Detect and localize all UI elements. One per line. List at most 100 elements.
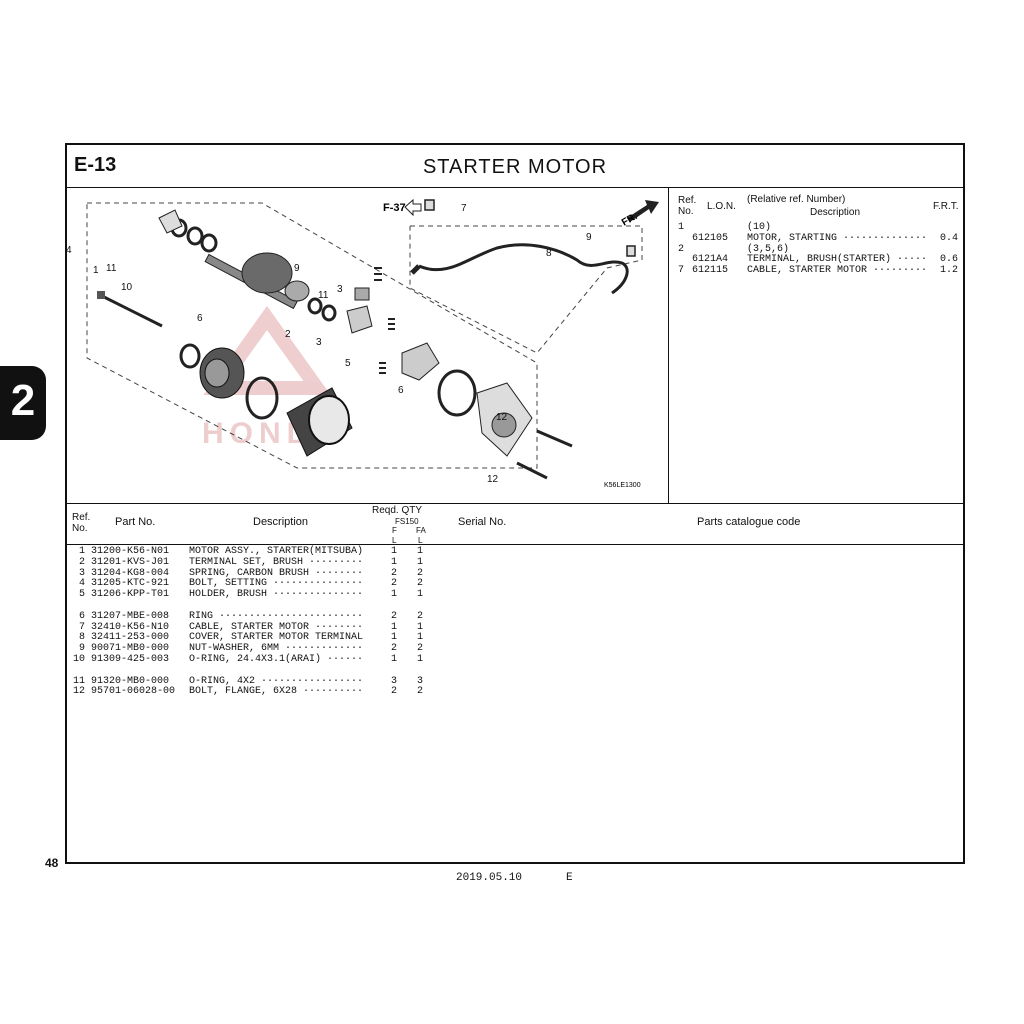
frt-lon: 6121A4 — [692, 254, 729, 266]
part-part: 32410-K56-N10 — [91, 621, 170, 633]
part-f: 1 — [391, 546, 398, 557]
part-part: 95701-06028-00 — [91, 686, 176, 698]
callout-1: 1 — [93, 265, 99, 276]
armature-part — [204, 252, 310, 310]
frt-header: F.R.T. — [933, 201, 959, 212]
callout-11: 11 — [318, 290, 329, 301]
lon-header: L.O.N. — [707, 201, 736, 212]
part-desc: MOTOR ASSY., STARTER(MITSUBA) — [189, 546, 364, 557]
part-fa: 1 — [417, 546, 424, 557]
part-f: 1 — [391, 653, 398, 665]
part-desc: TERMINAL SET, BRUSH ········· — [189, 556, 364, 568]
o-ring-10 — [179, 343, 201, 369]
callout-6: 6 — [398, 385, 404, 396]
front-cover-part — [199, 347, 245, 399]
frt-frt: 0.6 — [940, 254, 959, 266]
front-direction-arrow: FR. — [620, 200, 659, 229]
reqd-qty-header: Reqd. QTY — [372, 505, 423, 516]
frt-row: 2(3,5,6) — [672, 243, 967, 256]
callout-5: 5 — [345, 358, 351, 369]
part-fa: 2 — [417, 610, 424, 622]
frt-ref: 7 — [678, 265, 685, 277]
callout-3: 3 — [316, 337, 322, 348]
parts-list: 1 31200-K56-N01 MOTOR ASSY., STARTER(MITSU… — [67, 546, 467, 698]
part-no-header: Part No. — [115, 516, 156, 528]
callout-9: 9 — [294, 263, 300, 274]
part-ref: 12 — [73, 686, 86, 698]
brush-holder-part — [346, 287, 440, 381]
print-date: 2019.05.10 — [456, 872, 523, 884]
part-ref: 6 — [79, 610, 86, 622]
ref-no-header: Ref. No. — [678, 195, 697, 217]
part-part: 91320-MB0-000 — [91, 675, 170, 687]
part-part: 31205-KTC-921 — [91, 578, 170, 590]
part-f: 2 — [391, 686, 398, 698]
frt-desc: (10) — [747, 222, 772, 233]
part-desc: BOLT, FLANGE, 6X28 ·········· — [189, 686, 364, 698]
callout-12: 12 — [487, 474, 499, 485]
part-fa: 1 — [417, 589, 424, 601]
svg-text:F-37: F-37 — [383, 202, 406, 214]
parts-header-divider — [67, 544, 963, 545]
catalogue-frame: E-13 STARTER MOTOR HONDA — [65, 143, 965, 864]
part-row: 2 31201-KVS-J01 TERMINAL SET, BRUSH ······… — [67, 556, 467, 569]
springs-part — [374, 267, 395, 374]
part-part: 31206-KPP-T01 — [91, 589, 170, 601]
description-header: Description — [810, 207, 861, 218]
callout-4: 4 — [67, 245, 72, 256]
motor-dashed-outline — [86, 202, 538, 469]
part-part: 90071-MB0-000 — [91, 643, 170, 655]
title-divider — [67, 187, 963, 188]
part-desc: O-RING, 4X2 ················· — [189, 675, 364, 687]
col-l1-header: L — [392, 536, 397, 545]
part-part: 91309-425-003 — [91, 653, 170, 665]
diagram-bottom-divider — [67, 503, 963, 504]
part-part: 31200-K56-N01 — [91, 546, 170, 557]
frt-ref: 2 — [678, 243, 685, 255]
frt-desc: CABLE, STARTER MOTOR ········· — [747, 265, 928, 277]
serial-no-header: Serial No. — [458, 516, 507, 528]
frt-ref: 1 — [678, 222, 685, 233]
part-part: 31201-KVS-J01 — [91, 556, 170, 568]
part-fa: 2 — [417, 567, 424, 579]
parts-description-header: Description — [253, 516, 309, 528]
setting-bolt-part — [97, 291, 163, 328]
callout-7: 7 — [461, 203, 467, 214]
part-desc: BOLT, SETTING ··············· — [189, 578, 364, 590]
part-ref: 9 — [79, 643, 86, 655]
part-f: 2 — [391, 610, 398, 622]
part-fa: 1 — [417, 621, 424, 633]
callout-2: 2 — [285, 329, 291, 340]
callout-3: 3 — [337, 284, 343, 295]
catalogue-code-header: Parts catalogue code — [697, 516, 801, 528]
ring-6-left — [245, 376, 279, 420]
part-f: 1 — [391, 621, 398, 633]
frt-row: 1 (10) — [672, 222, 967, 234]
part-ref: 1 — [79, 546, 86, 557]
part-desc: O-RING, 24.4X3.1(ARAI) ······ — [189, 653, 364, 665]
diagram-divider — [668, 187, 669, 503]
part-fa: 2 — [417, 578, 424, 590]
part-part: 31204-KG8-004 — [91, 567, 170, 579]
part-f: 3 — [391, 675, 398, 687]
part-desc: RING ························ — [189, 610, 364, 622]
callout-11: 11 — [106, 263, 117, 274]
col-f-header: F — [392, 526, 397, 535]
frt-lon: 612105 — [692, 232, 729, 244]
exploded-diagram: HONDA — [67, 198, 659, 489]
callout-12: 12 — [496, 412, 508, 423]
callout-9: 9 — [586, 232, 592, 243]
part-ref: 2 — [79, 556, 86, 568]
part-fa: 1 — [417, 556, 424, 568]
part-f: 2 — [391, 643, 398, 655]
